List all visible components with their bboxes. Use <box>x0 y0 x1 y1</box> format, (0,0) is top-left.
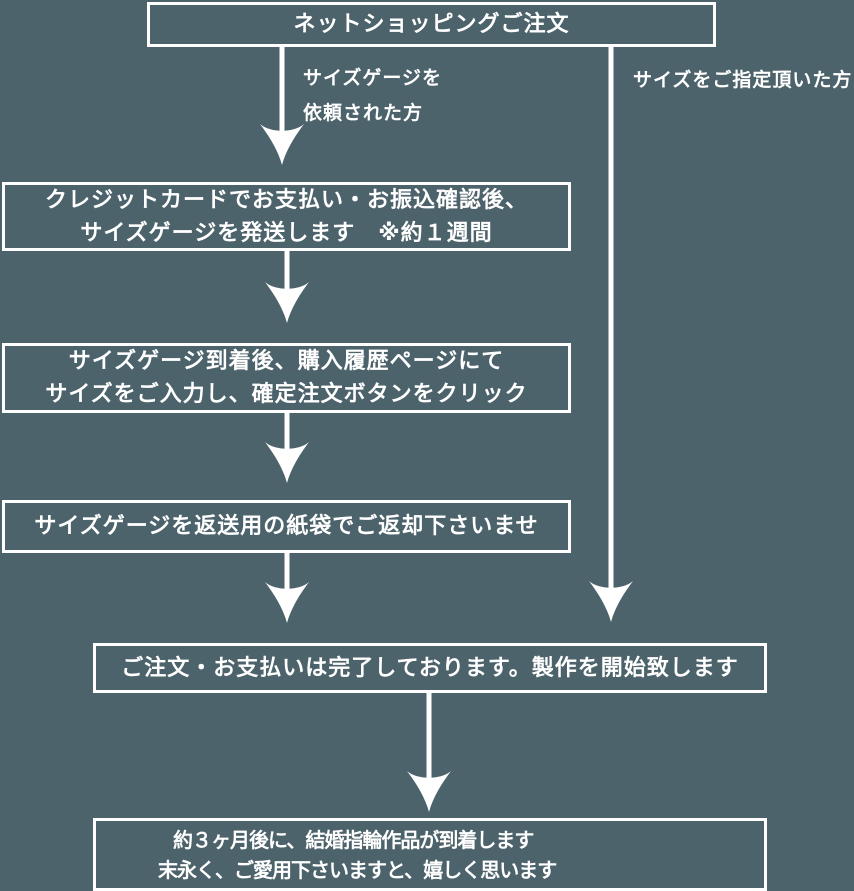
flow-step-gauge-input: サイズゲージ到着後、購入履歴ページにて サイズをご入力し、確定注文ボタンをクリッ… <box>2 343 571 413</box>
flow-step-order: ネットショッピングご注文 <box>147 2 716 47</box>
flow-step-complete: ご注文・お支払いは完了しております。製作を開始致します <box>93 643 767 693</box>
branch-label-gauge-line2: 依頼された方 <box>303 102 424 124</box>
flow-step-return-label: サイズゲージを返送用の紙袋でご返却下さいませ <box>34 514 539 539</box>
arrow-down-icon <box>265 552 309 623</box>
branch-label-gauge-line1: サイズゲージを <box>303 67 443 89</box>
flow-step-gauge-line2: サイズをご入力し、確定注文ボタンをクリック <box>45 382 528 407</box>
flow-step-delivery-line1: 約３ヶ月後に、結婚指輪作品が到着します <box>173 827 534 852</box>
flow-step-payment: クレジットカードでお支払い・お振込確認後、 サイズゲージを発送します ※約１週間 <box>2 182 571 251</box>
branch-label-size-specified-text: サイズをご指定頂いた方 <box>633 69 853 91</box>
flow-step-delivery: 約３ヶ月後に、結婚指輪作品が到着します 末永く、ご愛用下さいますと、嬉しく思いま… <box>93 818 767 891</box>
arrow-down-icon <box>589 47 633 622</box>
arrow-down-icon <box>260 47 304 165</box>
arrow-down-icon <box>265 412 309 483</box>
flow-step-return-gauge: サイズゲージを返送用の紙袋でご返却下さいませ <box>2 500 571 553</box>
flow-step-gauge-line1: サイズゲージ到着後、購入履歴ページにて <box>68 349 505 374</box>
flow-step-order-label: ネットショッピングご注文 <box>293 12 570 37</box>
flow-step-payment-line2: サイズゲージを発送します ※約１週間 <box>80 220 493 246</box>
branch-label-gauge-requested: サイズゲージを 依頼された方 <box>303 61 442 131</box>
arrow-down-icon <box>265 250 309 323</box>
flow-step-payment-line1: クレジットカードでお支払い・お振込確認後、 <box>44 187 528 213</box>
arrow-down-icon <box>407 692 451 812</box>
flow-step-delivery-line2: 末永く、ご愛用下さいますと、嬉しく思います <box>158 857 557 882</box>
flow-step-complete-label: ご注文・お支払いは完了しております。製作を開始致します <box>121 655 739 681</box>
branch-label-size-specified: サイズをご指定頂いた方 <box>633 63 852 98</box>
